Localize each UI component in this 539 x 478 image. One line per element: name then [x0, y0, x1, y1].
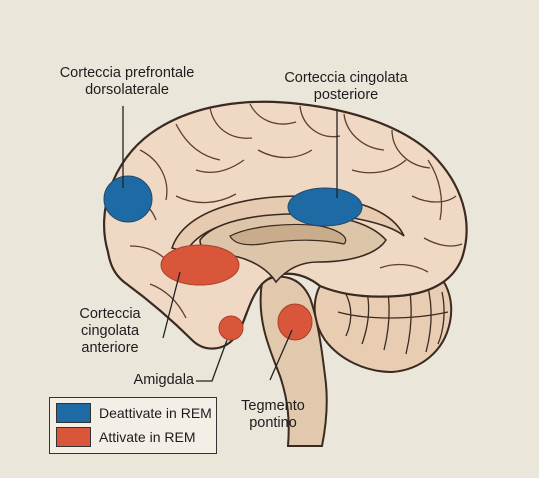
acc-label: Corteccia cingolata anteriore: [60, 306, 160, 357]
pcc-label-line1: Corteccia cingolata: [271, 70, 421, 87]
legend-label-activated: Attivate in REM: [99, 429, 195, 445]
legend-item-activated: Attivate in REM: [56, 427, 195, 447]
pontine-tegmentum-region: [278, 304, 312, 340]
pcc-label: Corteccia cingolata posteriore: [271, 70, 421, 104]
acc-label-line2: cingolata: [60, 323, 160, 340]
acc-label-line1: Corteccia: [60, 306, 160, 323]
tegmentum-label-line1: Tegmento: [228, 398, 318, 415]
amygdala-label: Amigdala: [104, 372, 194, 389]
dorsolateral-prefrontal-region: [104, 176, 152, 222]
acc-label-line3: anteriore: [60, 340, 160, 357]
dlpfc-label-line1: Corteccia prefrontale: [47, 65, 207, 82]
tegmentum-label-line2: pontino: [228, 415, 318, 432]
dlpfc-label-line2: dorsolaterale: [47, 82, 207, 99]
pcc-label-line2: posteriore: [271, 87, 421, 104]
posterior-cingulate-region: [288, 188, 362, 226]
anterior-cingulate-region: [161, 245, 239, 285]
tegmentum-label: Tegmento pontino: [228, 398, 318, 432]
deactivated-swatch: [56, 403, 91, 423]
dlpfc-label: Corteccia prefrontale dorsolaterale: [47, 65, 207, 99]
amygdala-region: [219, 316, 243, 340]
legend-label-deactivated: Deattivate in REM: [99, 405, 212, 421]
legend: Deattivate in REM Attivate in REM: [49, 397, 217, 454]
legend-item-deactivated: Deattivate in REM: [56, 403, 212, 423]
activated-swatch: [56, 427, 91, 447]
